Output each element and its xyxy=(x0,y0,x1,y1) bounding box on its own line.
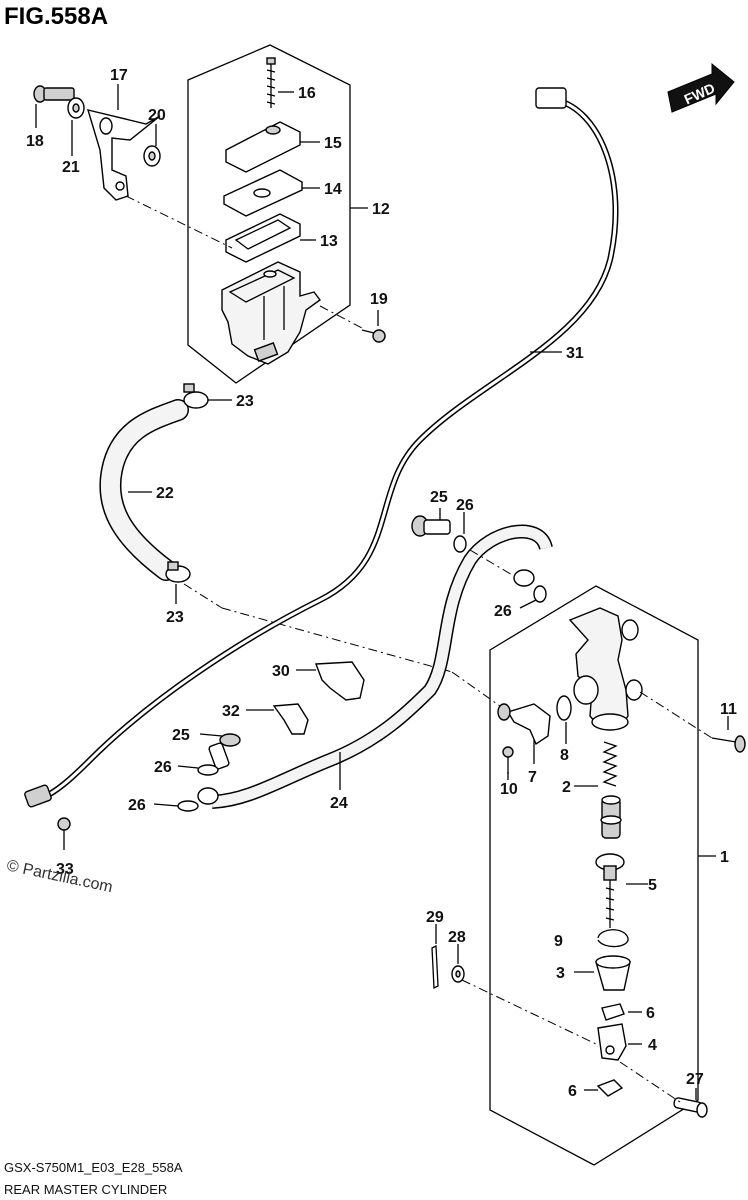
callout-23: 23 xyxy=(166,609,184,626)
bolt-11 xyxy=(711,735,746,753)
callout-17: 17 xyxy=(110,67,128,84)
callout-27: 27 xyxy=(686,1071,704,1088)
boot-3 xyxy=(595,955,631,991)
callout-2: 2 xyxy=(562,779,571,796)
washer-21 xyxy=(67,97,85,119)
fwd-arrow-icon: FWD xyxy=(667,62,735,113)
callout-13: 13 xyxy=(320,233,338,250)
banjo-fitting xyxy=(197,569,535,805)
union-bolt-25-upper xyxy=(411,515,451,537)
callout-5: 5 xyxy=(648,877,657,894)
callout-32: 32 xyxy=(222,703,240,720)
callout-25: 25 xyxy=(172,727,190,744)
callout-11: 11 xyxy=(720,701,737,718)
callout-15: 15 xyxy=(324,135,342,152)
callout-1: 1 xyxy=(720,849,729,866)
washer-28 xyxy=(451,965,465,983)
callout-16: 16 xyxy=(298,85,316,102)
callout-18: 18 xyxy=(26,133,44,150)
o-ring-8 xyxy=(556,695,572,721)
callout-6: 6 xyxy=(568,1083,577,1100)
callout-4: 4 xyxy=(648,1037,657,1054)
callout-14: 14 xyxy=(324,181,342,198)
nut-6-upper xyxy=(601,1003,625,1021)
piston xyxy=(600,795,622,839)
push-rod-5 xyxy=(595,853,625,928)
screw-16 xyxy=(266,57,276,108)
callout-30: 30 xyxy=(272,663,290,680)
model-code: GSX-S750M1_E03_E28_558A xyxy=(4,1160,183,1175)
gasket-26-c xyxy=(197,764,219,776)
clamp-23-lower xyxy=(165,561,191,583)
hose-22 xyxy=(99,399,189,581)
union-bolt-25-lower xyxy=(208,733,241,770)
brake-hose-24 xyxy=(211,524,553,809)
callout-3: 3 xyxy=(556,965,565,982)
gasket-26-d xyxy=(177,800,199,812)
collar-20 xyxy=(143,145,161,167)
bolt-18 xyxy=(33,85,75,103)
reservoir-cap-15 xyxy=(225,121,301,173)
gasket-26-a xyxy=(453,535,467,553)
bolt-19 xyxy=(361,329,386,343)
callout-24: 24 xyxy=(330,795,348,812)
circlip-9 xyxy=(597,929,629,948)
callout-7: 7 xyxy=(528,769,537,786)
callout-19: 19 xyxy=(370,291,388,308)
plate-14 xyxy=(223,169,303,217)
master-cylinder-box xyxy=(489,585,699,1166)
master-cylinder-body xyxy=(568,607,643,731)
bracket-17 xyxy=(86,109,161,201)
union-7 xyxy=(497,703,551,746)
joint-4 xyxy=(597,1023,627,1061)
callout-33: 33 xyxy=(56,861,74,878)
callout-21: 21 xyxy=(62,159,80,176)
callout-25: 25 xyxy=(430,489,448,506)
clamp-23-upper xyxy=(183,383,209,409)
callout-10: 10 xyxy=(500,781,518,798)
bolt-33 xyxy=(57,817,71,850)
figure-caption: REAR MASTER CYLINDER xyxy=(4,1182,167,1197)
diaphragm-13 xyxy=(225,213,301,263)
callout-12: 12 xyxy=(372,201,390,218)
nut-6-lower xyxy=(596,1079,624,1097)
callout-8: 8 xyxy=(560,747,569,764)
callout-29: 29 xyxy=(426,909,444,926)
callout-22: 22 xyxy=(156,485,174,502)
figure-title: FIG.558A xyxy=(4,3,108,30)
callout-31: 31 xyxy=(566,345,584,362)
callout-26: 26 xyxy=(494,603,512,620)
callout-26: 26 xyxy=(128,797,146,814)
gasket-26-b xyxy=(533,585,547,603)
clamp-32 xyxy=(272,703,309,735)
callout-20: 20 xyxy=(148,107,166,124)
cotter-pin-29 xyxy=(431,944,439,990)
callout-6: 6 xyxy=(646,1005,655,1022)
callout-9: 9 xyxy=(554,933,563,950)
callout-28: 28 xyxy=(448,929,466,946)
screw-10 xyxy=(502,746,514,774)
reservoir-body xyxy=(221,261,321,365)
clamp-30 xyxy=(315,661,365,701)
callout-26: 26 xyxy=(154,759,172,776)
switch-wire-31 xyxy=(24,87,619,808)
callout-23: 23 xyxy=(236,393,254,410)
callout-26: 26 xyxy=(456,497,474,514)
spring-2 xyxy=(602,741,618,787)
reservoir-assembly-box xyxy=(187,44,351,384)
pin-27 xyxy=(673,1097,708,1118)
